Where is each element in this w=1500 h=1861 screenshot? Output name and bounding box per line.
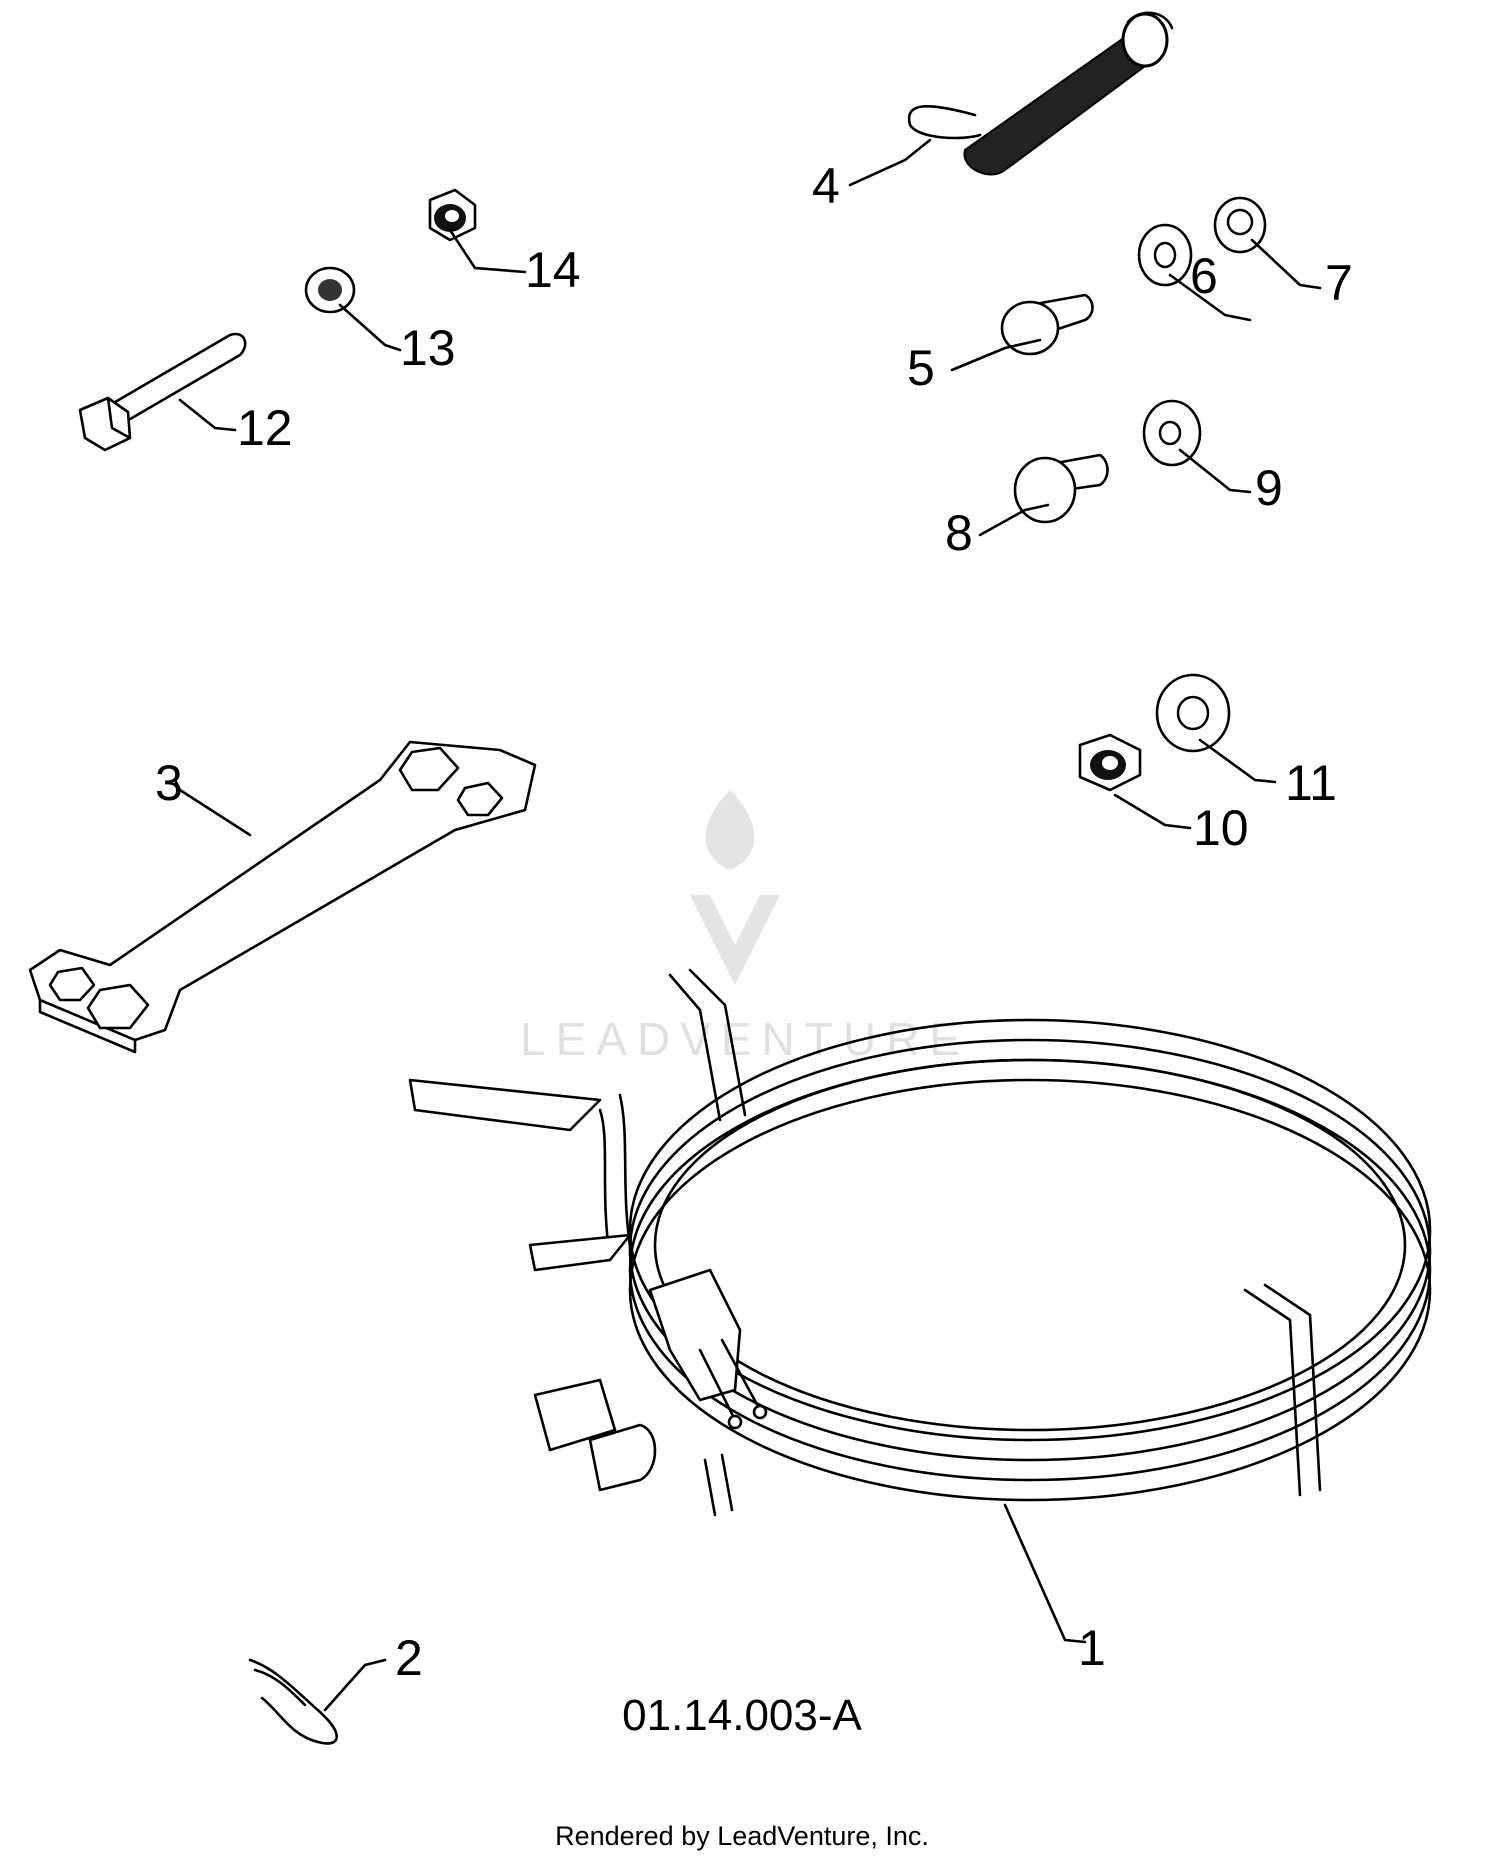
part-2-hairpin-clip xyxy=(248,1658,338,1745)
callout-4: 4 xyxy=(812,158,840,214)
leadventure-watermark: LEADVENTURE xyxy=(520,790,970,1065)
callout-3: 3 xyxy=(155,755,183,811)
footer-credit: Rendered by LeadVenture, Inc. xyxy=(555,1821,929,1851)
callouts: 4 6 7 14 13 5 12 9 8 3 11 10 2 1 xyxy=(155,158,1353,1686)
leader-lines xyxy=(173,138,1322,1712)
callout-5: 5 xyxy=(907,340,935,396)
callout-13: 13 xyxy=(400,320,456,376)
part-4-spring xyxy=(907,11,1174,176)
callout-10: 10 xyxy=(1193,800,1249,856)
part-12-bolt xyxy=(78,332,247,452)
callout-2: 2 xyxy=(395,1630,423,1686)
part-3-wrench xyxy=(28,740,537,1054)
part-1-heater-coil xyxy=(408,968,1432,1517)
callout-7: 7 xyxy=(1325,255,1353,311)
callout-1: 1 xyxy=(1078,1620,1106,1676)
drawing-code: 01.14.003-A xyxy=(622,1691,862,1740)
part-6-washer xyxy=(1137,223,1193,287)
callout-11: 11 xyxy=(1285,755,1337,811)
part-10-locknut xyxy=(1078,733,1142,792)
part-14-locknut xyxy=(428,188,477,242)
callout-12: 12 xyxy=(237,400,293,456)
callout-8: 8 xyxy=(945,505,973,561)
part-13-washer xyxy=(304,266,356,314)
part-11-washer xyxy=(1155,673,1231,753)
callout-9: 9 xyxy=(1255,460,1283,516)
callout-14: 14 xyxy=(525,242,581,298)
watermark-text: LEADVENTURE xyxy=(520,1013,970,1065)
part-8-carriage-bolt xyxy=(1013,453,1109,524)
callout-6: 6 xyxy=(1190,248,1218,304)
part-7-flange-nut xyxy=(1213,196,1267,254)
part-5-rivet xyxy=(1000,293,1094,356)
part-9-flange-nut xyxy=(1142,399,1202,467)
